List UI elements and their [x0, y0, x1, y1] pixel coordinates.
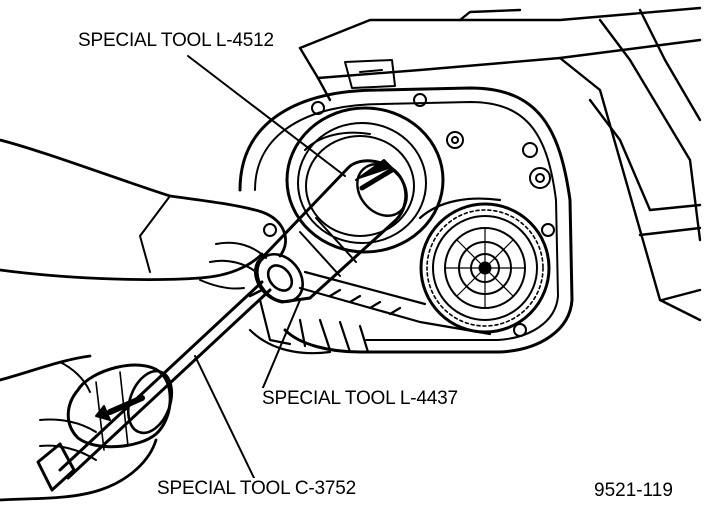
tool-l4437-adapter: [248, 252, 304, 304]
drive-sprocket: [419, 202, 551, 334]
transmission-case: [238, 6, 702, 354]
leader-l4512: [187, 55, 346, 177]
label-special-tool-l4437: SPECIAL TOOL L-4437: [260, 388, 460, 410]
case-lower-ribs: [248, 298, 370, 355]
figure-number: 9521-119: [594, 480, 673, 501]
label-special-tool-l4512: SPECIAL TOOL L-4512: [76, 30, 276, 52]
leader-l4437: [261, 299, 301, 391]
leader-c3752: [194, 355, 256, 481]
output-bore: [285, 106, 445, 254]
leader-lines: [187, 55, 346, 481]
drive-chain: [298, 197, 502, 336]
label-special-tool-c3752: SPECIAL TOOL C-3752: [155, 478, 358, 500]
hands: [0, 138, 287, 502]
tool-c3752-slide-hammer: [36, 280, 272, 492]
